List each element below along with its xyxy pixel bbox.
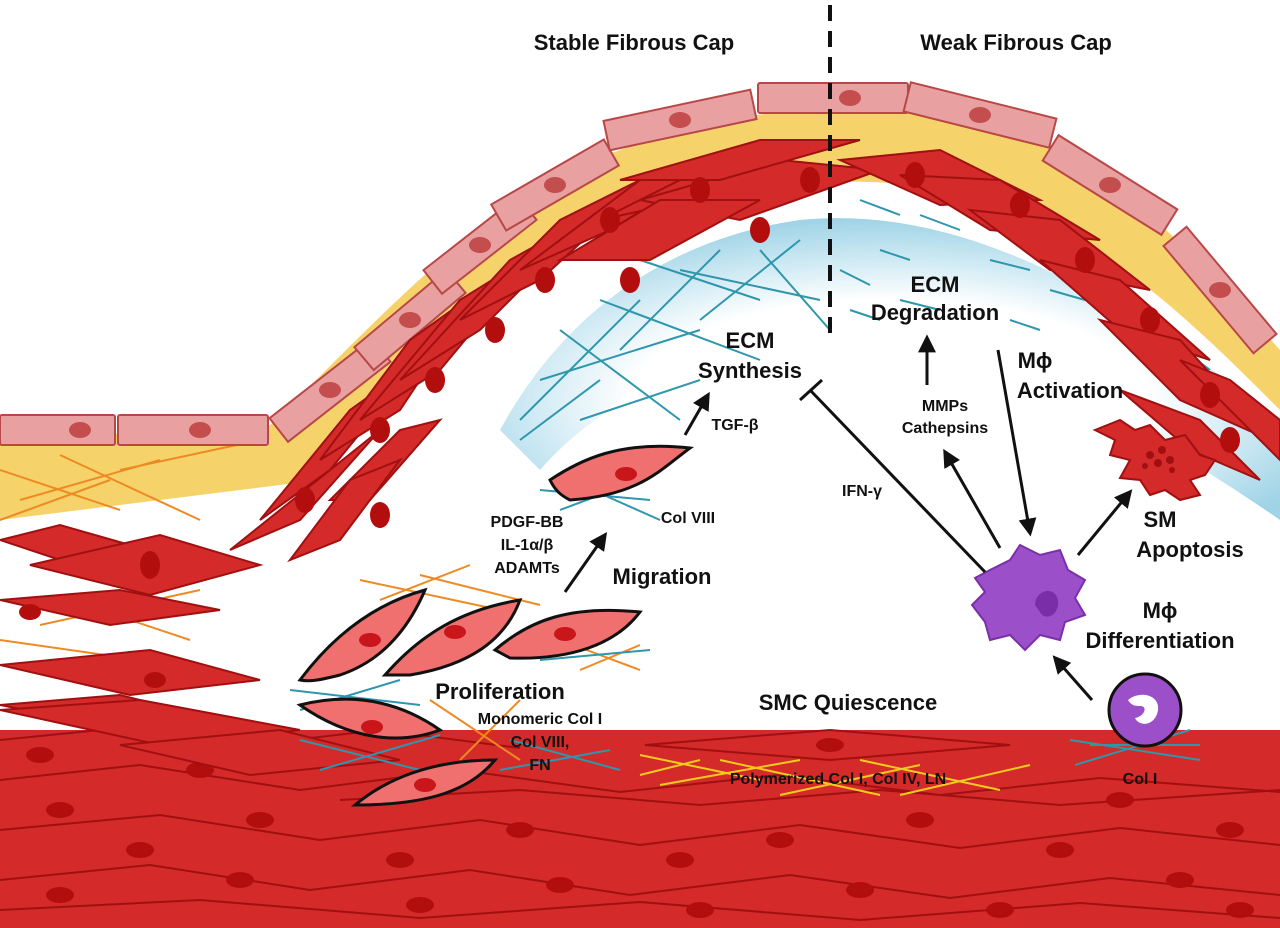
left-wall-smcs: [0, 523, 264, 727]
arrows: [563, 334, 1133, 701]
left-lower-smcs: [0, 698, 401, 777]
tgf-label: TGF-β: [711, 417, 758, 434]
stable-cap-heading: Stable Fibrous Cap: [534, 30, 734, 55]
ecm-synthesis-label-2: Synthesis: [698, 358, 802, 383]
fibrous-cap-smcs: [229, 139, 1280, 563]
col-viii-label: Col VIII: [661, 510, 715, 527]
fibrous-cap-nuclei: [295, 162, 1240, 528]
apoptotic-smc: [1092, 418, 1217, 502]
col-viii-fn-label: Col VIII,: [511, 734, 570, 751]
adamts-label: ADAMTs: [494, 560, 560, 577]
cathepsins-label: Cathepsins: [902, 420, 988, 437]
left-wall-nuclei: [19, 551, 166, 688]
mphi-activation-label: Mϕ: [1018, 348, 1053, 373]
labels: Stable Fibrous Cap Weak Fibrous Cap ECM …: [435, 30, 1244, 788]
migration-label: Migration: [613, 564, 712, 589]
mphi-differentiation-label: Mϕ: [1143, 598, 1178, 623]
ecm-degradation-label-2: Degradation: [871, 300, 999, 325]
fn-label: FN: [529, 757, 550, 774]
ifn-label: IFN-γ: [842, 483, 882, 500]
il1-label: IL-1α/β: [501, 537, 554, 554]
monomeric-col-label: Monomeric Col I: [478, 711, 602, 728]
proliferation-label: Proliferation: [435, 679, 565, 704]
synthetic-smc-nuclei: [359, 467, 637, 792]
blue-fibers-cap: [519, 239, 831, 441]
col-i-label: Col I: [1123, 771, 1158, 788]
mmps-label: MMPs: [922, 398, 968, 415]
pdgf-label: PDGF-BB: [491, 514, 564, 531]
polymerized-fibers: [639, 754, 1031, 796]
activated-macrophage: [970, 543, 1087, 652]
sm-apoptosis-label-2: Apoptosis: [1136, 537, 1244, 562]
quiescent-smc: [639, 728, 1031, 796]
monocyte: [1069, 672, 1201, 766]
sm-apoptosis-label: SM: [1144, 507, 1177, 532]
polymerized-label: Polymerized Col I, Col IV, LN: [730, 771, 946, 788]
smc-quiescence-label: SMC Quiescence: [759, 690, 938, 715]
mphi-differentiation-label-2: Differentiation: [1085, 628, 1234, 653]
weak-cap-heading: Weak Fibrous Cap: [920, 30, 1112, 55]
media-nuclei: [26, 747, 1254, 918]
endothelium: [0, 81, 1278, 446]
ecm-synthesis-label: ECM: [726, 328, 775, 353]
ecm-degradation-label: ECM: [911, 272, 960, 297]
ecm-zone-inner: [560, 330, 1280, 600]
mphi-activation-label-2: Activation: [1017, 378, 1123, 403]
